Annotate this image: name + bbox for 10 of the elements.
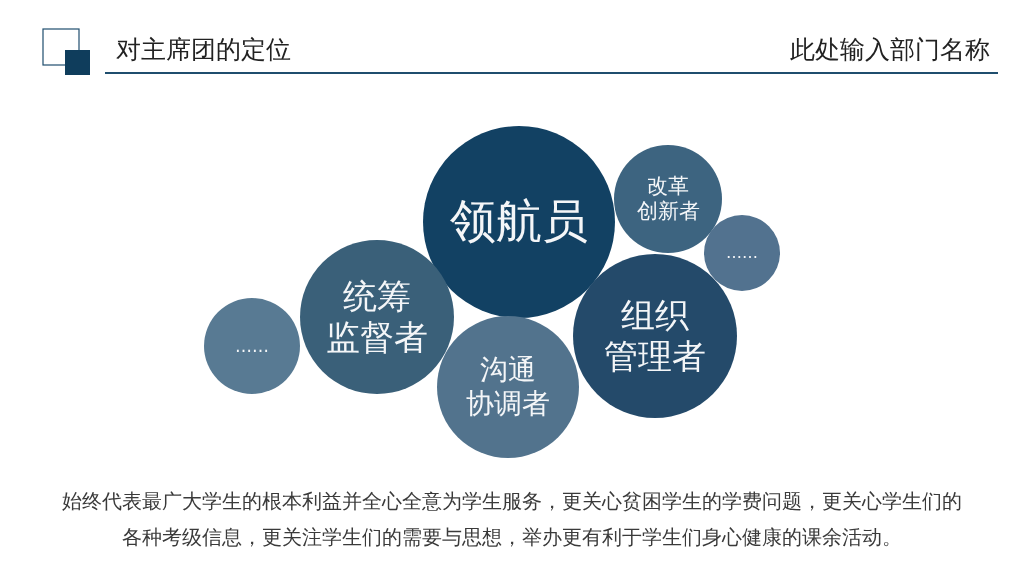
- role-label: 组织管理者: [604, 295, 706, 377]
- role-label: 沟通协调者: [466, 353, 550, 421]
- description-paragraph: 始终代表最广大学生的根本利益并全心全意为学生服务，更关心贫困学生的学费问题，更关心学生们的各种考级信息，更关注学生们的需要与思想，举办更有利于学生们身心健康的课余活动。: [61, 489, 963, 551]
- department-name: 此处输入部门名称: [790, 35, 990, 65]
- slide-title: 对主席团的定位: [116, 35, 291, 65]
- ellipsis-label: ……: [726, 243, 758, 263]
- role-label: 统筹监督者: [326, 276, 428, 358]
- ellipsis-label: ……: [235, 335, 269, 357]
- role-label: 领航员: [450, 194, 588, 250]
- role-label: 改革创新者: [636, 173, 700, 225]
